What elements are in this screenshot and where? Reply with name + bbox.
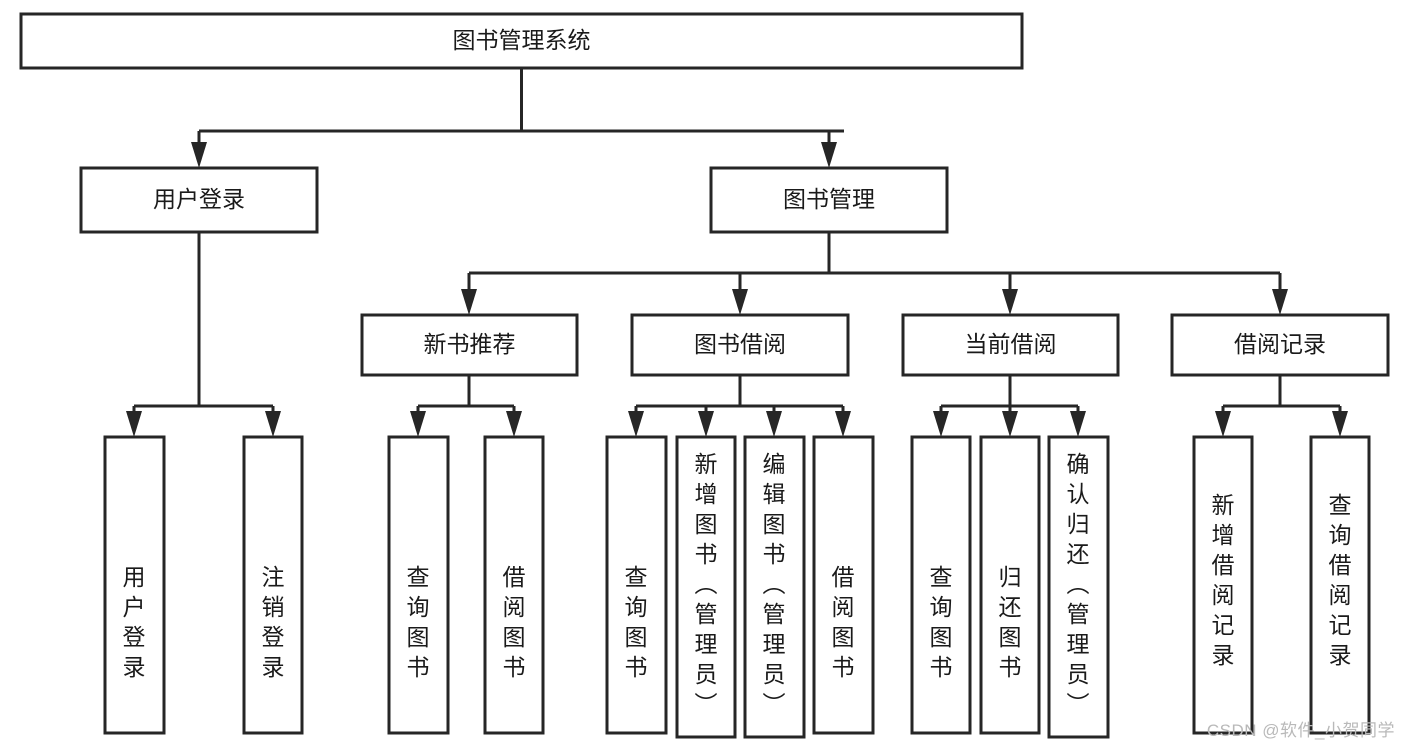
- connector-group-new-book-recommend: [410, 375, 522, 437]
- node-user-login[interactable]: 用户登录: [79, 166, 319, 234]
- node-leaf-confirm-return[interactable]: 确认归还︵管理员︶: [1047, 435, 1110, 739]
- arrow-head-leaf-user-login: [126, 411, 142, 437]
- arrow-head-leaf-return-book: [1002, 411, 1018, 437]
- node-leaf-add-record-box[interactable]: [1192, 435, 1254, 735]
- node-leaf-logout-label: 注销登录: [262, 564, 285, 680]
- arrow-head-book-borrow: [732, 289, 748, 315]
- node-new-book-recommend[interactable]: 新书推荐: [360, 313, 579, 377]
- arrow-head-new-book-recommend: [461, 289, 477, 315]
- node-leaf-borrow-book-1[interactable]: 借阅图书: [483, 435, 545, 735]
- node-leaf-borrow-book-1-label: 借阅图书: [503, 564, 526, 680]
- node-leaf-borrow-book-1-box[interactable]: [483, 435, 545, 735]
- connector-group-root: [191, 68, 844, 168]
- node-leaf-borrow-book-2-label: 借阅图书: [832, 564, 855, 680]
- node-leaf-borrow-book-2-box[interactable]: [812, 435, 875, 735]
- node-leaf-query-book-1-label: 查询图书: [407, 564, 430, 680]
- node-leaf-query-record[interactable]: 查询借阅记录: [1309, 435, 1371, 735]
- node-leaf-query-record-box[interactable]: [1309, 435, 1371, 735]
- node-leaf-query-book-2-box[interactable]: [605, 435, 668, 735]
- node-leaf-logout[interactable]: 注销登录: [242, 435, 304, 735]
- arrow-head-leaf-add-record: [1215, 411, 1231, 437]
- node-root-label: 图书管理系统: [453, 27, 591, 53]
- node-leaf-confirm-return-box[interactable]: [1047, 435, 1110, 739]
- node-new-book-recommend-box[interactable]: [360, 313, 579, 377]
- node-new-book-recommend-label: 新书推荐: [424, 331, 516, 357]
- node-leaf-add-record-label: 新增借阅记录: [1212, 492, 1235, 668]
- arrow-head-leaf-borrow-book-2: [835, 411, 851, 437]
- arrow-head-leaf-add-book: [698, 411, 714, 437]
- node-leaf-query-record-label: 查询借阅记录: [1329, 492, 1352, 668]
- arrow-head-borrow-record: [1272, 289, 1288, 315]
- node-leaf-user-login[interactable]: 用户登录: [103, 435, 166, 735]
- node-leaf-return-book[interactable]: 归还图书: [979, 435, 1041, 735]
- arrow-head-leaf-query-book-2: [628, 411, 644, 437]
- node-leaf-query-book-2-label: 查询图书: [625, 564, 648, 680]
- connector-group-book-manage: [461, 232, 1288, 315]
- node-leaf-confirm-return-label: 确认归还︵管理员︶: [1067, 451, 1090, 717]
- arrow-head-leaf-query-book-1: [410, 411, 426, 437]
- arrow-head-leaf-query-book-3: [933, 411, 949, 437]
- arrow-head-leaf-query-record: [1332, 411, 1348, 437]
- node-root[interactable]: 图书管理系统: [19, 12, 1024, 70]
- arrow-head-current-borrow: [1002, 289, 1018, 315]
- node-leaf-query-book-3-label: 查询图书: [930, 564, 953, 680]
- arrow-head-book-manage: [821, 142, 837, 168]
- node-book-manage[interactable]: 图书管理: [709, 166, 949, 234]
- node-current-borrow-box[interactable]: [901, 313, 1120, 377]
- connector-group-user-login: [126, 232, 281, 437]
- connector-group-current-borrow: [933, 375, 1086, 437]
- node-book-manage-label: 图书管理: [783, 186, 875, 212]
- node-leaf-add-book[interactable]: 新增图书︵管理员︶: [675, 435, 737, 739]
- node-borrow-record[interactable]: 借阅记录: [1170, 313, 1390, 377]
- node-leaf-user-login-label: 用户登录: [123, 564, 146, 680]
- node-leaf-edit-book-label: 编辑图书︵管理员︶: [763, 451, 786, 717]
- node-leaf-user-login-box[interactable]: [103, 435, 166, 735]
- node-leaf-edit-book[interactable]: 编辑图书︵管理员︶: [743, 435, 806, 739]
- watermark-text: CSDN @软件_小贺同学: [1206, 721, 1395, 740]
- node-book-manage-box[interactable]: [709, 166, 949, 234]
- node-book-borrow-box[interactable]: [630, 313, 850, 377]
- node-leaf-query-book-1[interactable]: 查询图书: [387, 435, 450, 735]
- node-leaf-add-book-label: 新增图书︵管理员︶: [695, 451, 718, 717]
- node-leaf-query-book-3-box[interactable]: [910, 435, 972, 735]
- node-leaf-add-record[interactable]: 新增借阅记录: [1192, 435, 1254, 735]
- node-borrow-record-box[interactable]: [1170, 313, 1390, 377]
- arrow-head-leaf-borrow-book-1: [506, 411, 522, 437]
- node-current-borrow[interactable]: 当前借阅: [901, 313, 1120, 377]
- arrow-head-leaf-logout: [265, 411, 281, 437]
- node-leaf-query-book-3[interactable]: 查询图书: [910, 435, 972, 735]
- node-borrow-record-label: 借阅记录: [1234, 331, 1326, 357]
- node-leaf-logout-box[interactable]: [242, 435, 304, 735]
- node-leaf-return-book-label: 归还图书: [999, 564, 1022, 680]
- node-book-borrow[interactable]: 图书借阅: [630, 313, 850, 377]
- node-leaf-edit-book-box[interactable]: [743, 435, 806, 739]
- node-user-login-label: 用户登录: [153, 186, 245, 212]
- node-leaf-query-book-2[interactable]: 查询图书: [605, 435, 668, 735]
- arrow-head-user-login: [191, 142, 207, 168]
- connector-group-book-borrow: [628, 375, 851, 437]
- arrow-head-leaf-confirm-return: [1070, 411, 1086, 437]
- arrow-head-leaf-edit-book: [766, 411, 782, 437]
- node-current-borrow-label: 当前借阅: [965, 331, 1057, 357]
- node-leaf-add-book-box[interactable]: [675, 435, 737, 739]
- node-leaf-query-book-1-box[interactable]: [387, 435, 450, 735]
- node-leaf-return-book-box[interactable]: [979, 435, 1041, 735]
- node-book-borrow-label: 图书借阅: [694, 331, 786, 357]
- node-root-box[interactable]: [19, 12, 1024, 70]
- node-user-login-box[interactable]: [79, 166, 319, 234]
- node-leaf-borrow-book-2[interactable]: 借阅图书: [812, 435, 875, 735]
- connector-group-borrow-record: [1215, 375, 1348, 437]
